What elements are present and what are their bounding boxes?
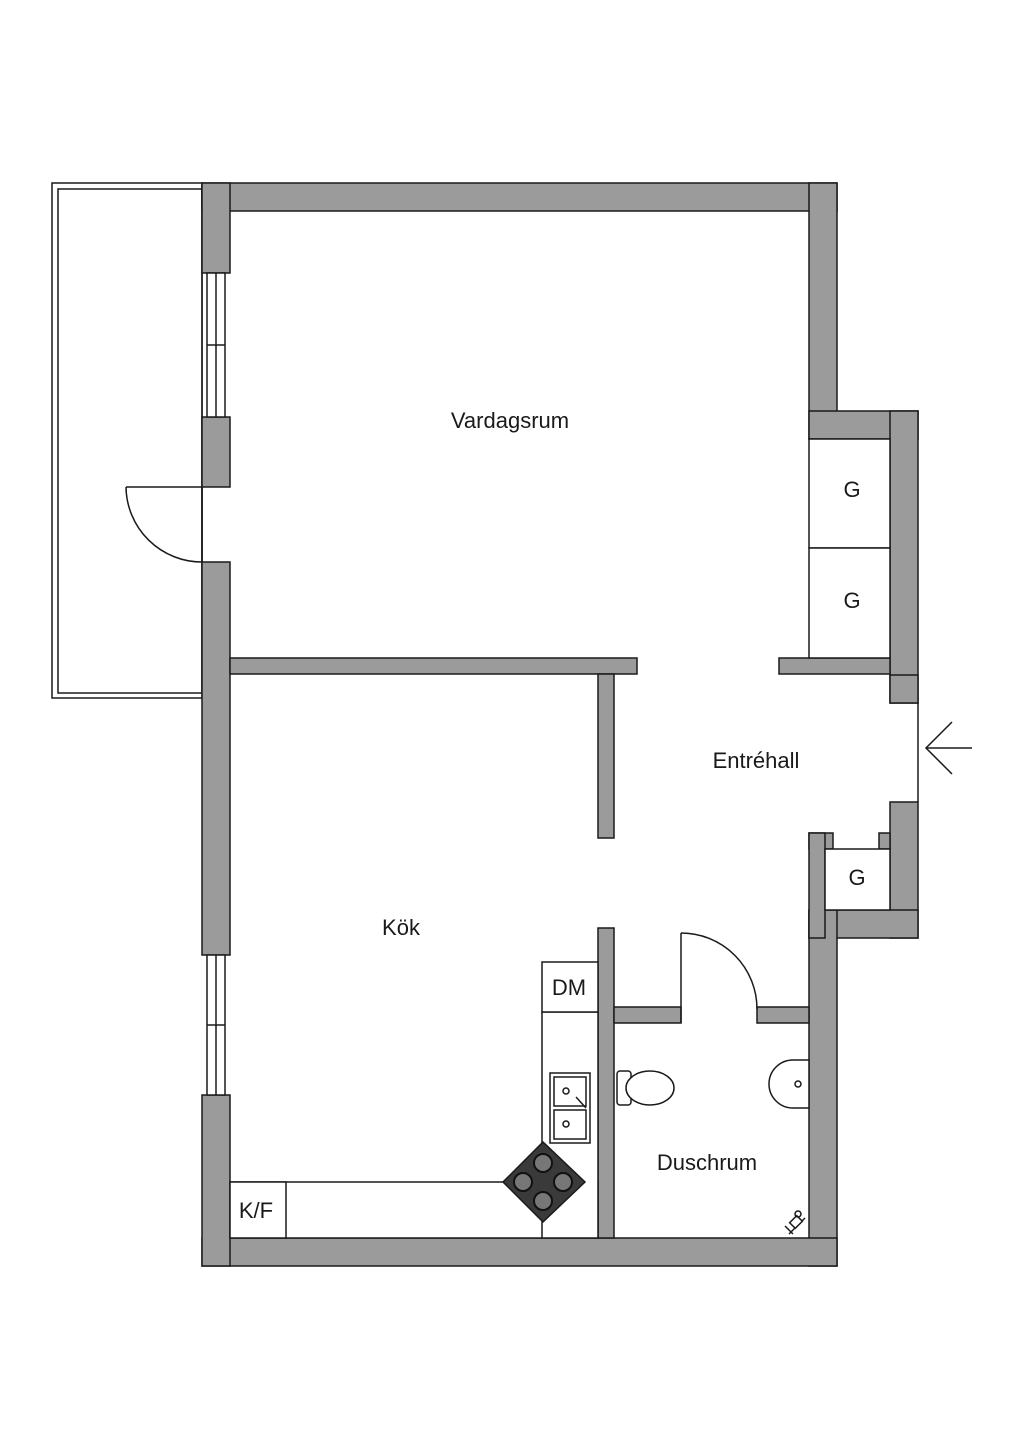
sink-icon	[549, 1072, 591, 1144]
balcony-door	[125, 486, 203, 563]
wardrobe-2	[808, 547, 891, 659]
stove-icon	[501, 1140, 587, 1224]
fridge-freezer	[229, 1181, 287, 1239]
room-label-living-room: Vardagsrum	[451, 408, 569, 433]
wardrobe-3	[824, 848, 891, 911]
washbasin-icon	[768, 1059, 810, 1109]
dishwasher-label: DM	[552, 975, 586, 1000]
balcony	[51, 182, 203, 699]
window-kitchen	[206, 954, 226, 1096]
window-living-room	[206, 272, 226, 418]
room-label-entrance-hall: Entréhall	[713, 748, 800, 773]
bathroom-door	[680, 932, 758, 1023]
fridge-freezer-label: K/F	[239, 1198, 273, 1223]
interior-walls	[229, 657, 891, 1239]
entrance-arrow-icon	[924, 721, 972, 775]
wardrobe-label-2: G	[843, 588, 860, 613]
room-label-kitchen: Kök	[382, 915, 421, 940]
wardrobe-1	[808, 438, 891, 549]
wardrobe-label-3: G	[848, 865, 865, 890]
room-label-shower-room: Duschrum	[657, 1150, 757, 1175]
outer-walls	[201, 182, 919, 1267]
toilet-icon	[616, 1070, 675, 1106]
wardrobe-label-1: G	[843, 477, 860, 502]
shower-icon	[784, 1210, 806, 1235]
dishwasher	[541, 961, 599, 1013]
